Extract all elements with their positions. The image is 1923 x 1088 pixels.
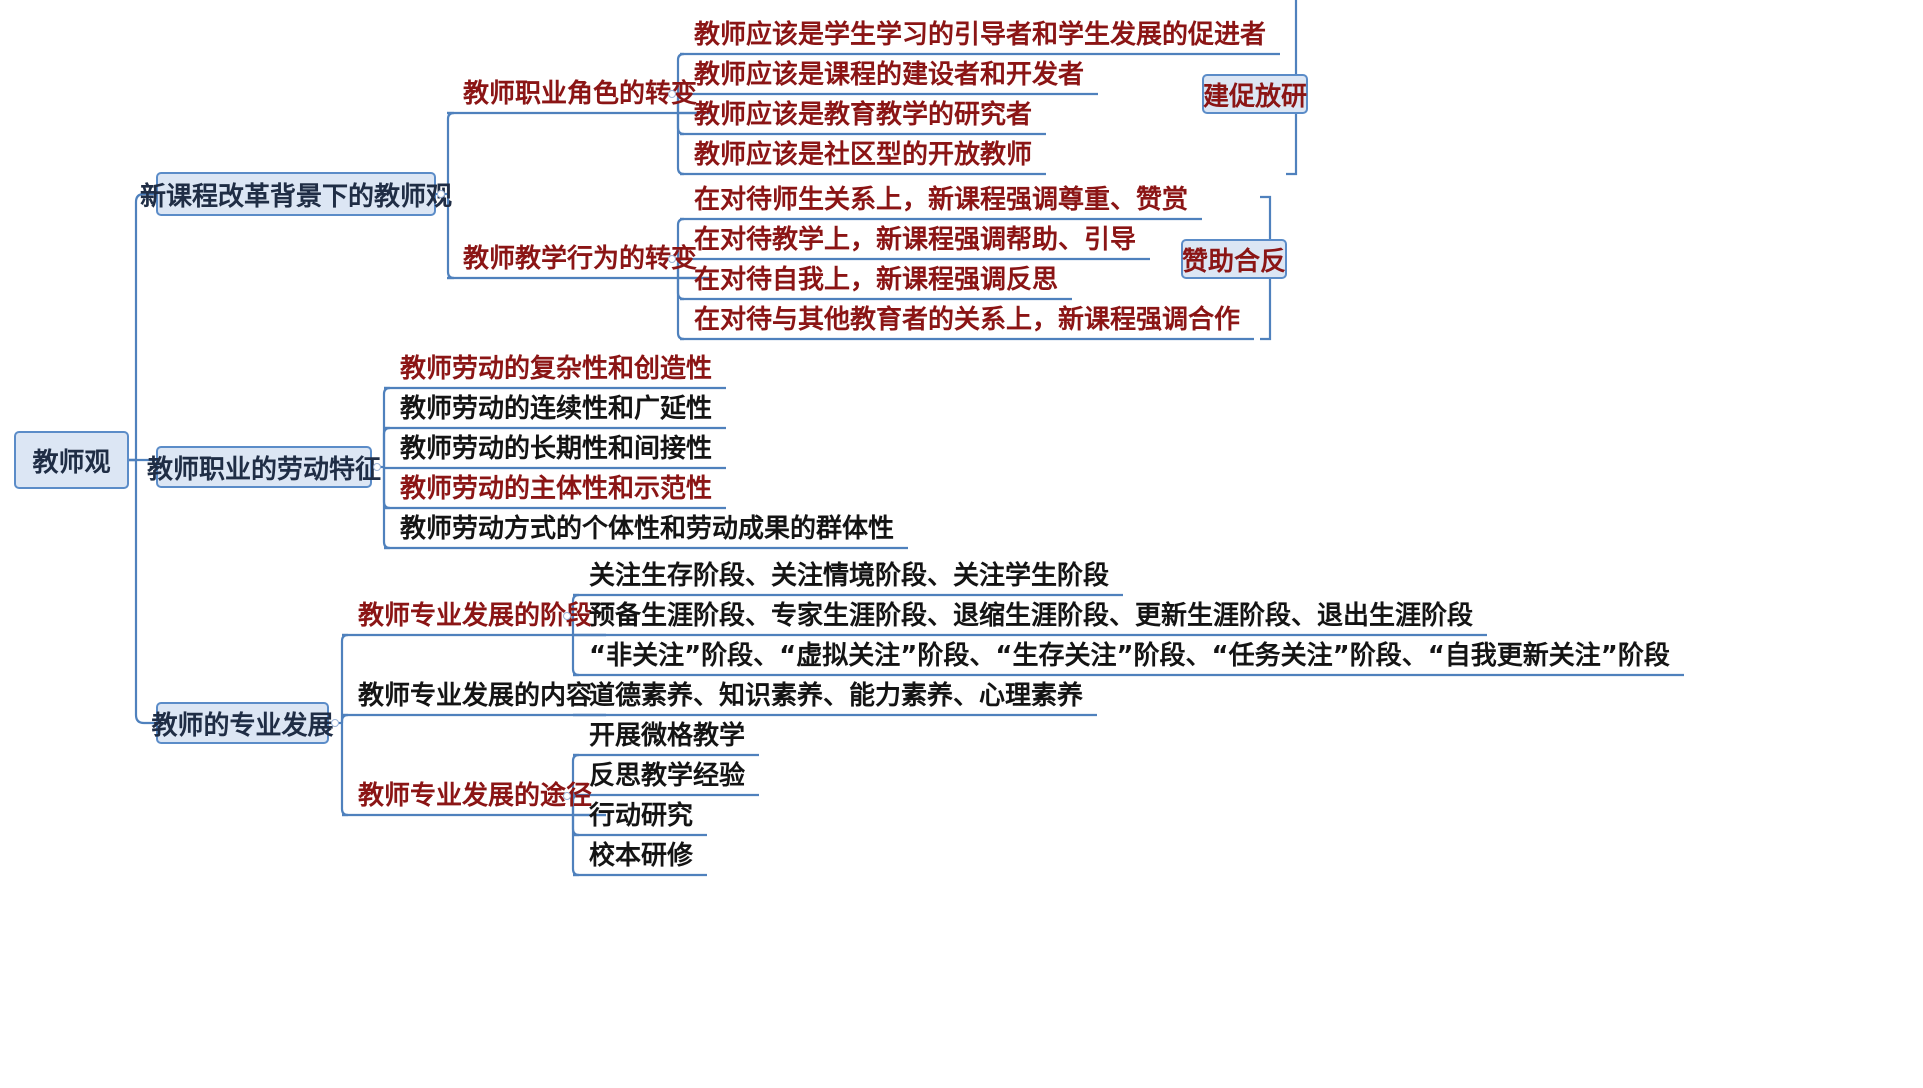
connector-line (340, 633, 349, 723)
connector-line (340, 713, 349, 723)
leaf-education-researcher[interactable]: 教师应该是教育教学的研究者 (694, 100, 1033, 130)
collapse-toggle-icon[interactable] (373, 463, 381, 471)
leaf-teacher-student-relation[interactable]: 在对待师生关系上，新课程强调尊重、赞赏 (694, 185, 1189, 215)
connector-line (571, 593, 580, 635)
connector-line (340, 723, 349, 817)
leaf-cooperation[interactable]: 在对待与其他教育者的关系上，新课程强调合作 (694, 305, 1241, 335)
leaf-open-community-teacher[interactable]: 教师应该是社区型的开放教师 (694, 140, 1033, 170)
branch-development-content[interactable]: 教师专业发展的内容 (358, 681, 593, 711)
connector-line (676, 113, 685, 176)
connector-line (382, 386, 391, 467)
leaf-guide-and-promoter[interactable]: 教师应该是学生学习的引导者和学生发展的促进者 (694, 20, 1267, 50)
leaf-stages-focus[interactable]: “非关注”阶段、“虚拟关注”阶段、“生存关注”阶段、“任务关注”阶段、“自我更新… (589, 641, 1670, 671)
collapse-toggle-icon[interactable] (437, 190, 445, 198)
section-professional-development[interactable]: 教师的专业发展 (152, 702, 334, 744)
leaf-labor-complexity[interactable]: 教师劳动的复杂性和创造性 (400, 354, 713, 384)
branch-teaching-behavior-change[interactable]: 教师教学行为的转变 (463, 244, 698, 274)
leaf-teaching-help-guide[interactable]: 在对待教学上，新课程强调帮助、引导 (694, 225, 1137, 255)
connector-line (446, 194, 455, 280)
leaf-action-research[interactable]: 行动研究 (589, 801, 694, 831)
leaf-labor-individuality[interactable]: 教师劳动方式的个体性和劳动成果的群体性 (400, 514, 895, 544)
leaf-labor-long-term[interactable]: 教师劳动的长期性和间接性 (400, 434, 713, 464)
collapse-toggle-icon[interactable] (563, 612, 571, 620)
leaf-labor-subjectivity[interactable]: 教师劳动的主体性和示范性 (400, 474, 713, 504)
collapse-toggle-icon[interactable] (668, 255, 676, 263)
connector-line (382, 426, 391, 467)
root-node[interactable]: 教师观 (14, 431, 129, 489)
collapse-toggle-icon[interactable] (331, 719, 339, 727)
summary-role-change[interactable]: 建促放研 (1202, 74, 1308, 114)
connector-line (676, 217, 685, 278)
leaf-stages-concern[interactable]: 关注生存阶段、关注情境阶段、关注学生阶段 (589, 561, 1110, 591)
collapse-toggle-icon[interactable] (563, 792, 571, 800)
connector-line (129, 458, 156, 725)
connector-line (571, 753, 580, 815)
connector-line (382, 467, 391, 550)
branch-development-approaches[interactable]: 教师专业发展的途径 (358, 781, 593, 811)
connector-line (571, 815, 580, 877)
connector-line (676, 257, 685, 278)
connector-line (129, 192, 156, 462)
connector-line (571, 793, 580, 815)
summary-behavior-change[interactable]: 赞助合反 (1181, 239, 1287, 279)
connector-line (571, 635, 580, 677)
leaf-content-literacy[interactable]: 道德素养、知识素养、能力素养、心理素养 (589, 681, 1084, 711)
connector-line (676, 278, 685, 341)
connector-line (676, 52, 685, 113)
leaf-stages-career[interactable]: 预备生涯阶段、专家生涯阶段、退缩生涯阶段、更新生涯阶段、退出生涯阶段 (589, 601, 1474, 631)
leaf-school-based-training[interactable]: 校本研修 (589, 841, 694, 871)
branch-teacher-role-change[interactable]: 教师职业角色的转变 (463, 79, 698, 109)
connector-line (446, 111, 455, 194)
leaf-self-reflection[interactable]: 在对待自我上，新课程强调反思 (694, 265, 1059, 295)
leaf-labor-continuity[interactable]: 教师劳动的连续性和广延性 (400, 394, 713, 424)
leaf-microteaching[interactable]: 开展微格教学 (589, 721, 746, 751)
connector-line (676, 92, 685, 113)
section-new-curriculum-teacher-view[interactable]: 新课程改革背景下的教师观 (140, 172, 452, 216)
leaf-curriculum-builder[interactable]: 教师应该是课程的建设者和开发者 (694, 60, 1085, 90)
section-labor-characteristics[interactable]: 教师职业的劳动特征 (147, 446, 381, 488)
leaf-reflect-experience[interactable]: 反思教学经验 (589, 761, 746, 791)
branch-development-stages[interactable]: 教师专业发展的阶段 (358, 601, 593, 631)
collapse-toggle-icon[interactable] (668, 90, 676, 98)
